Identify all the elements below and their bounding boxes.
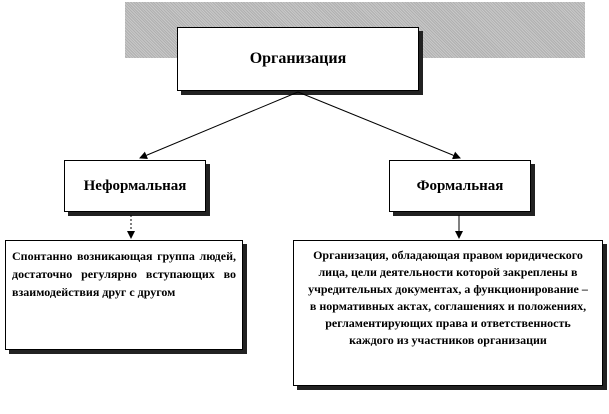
formal-description: Организация, обладающая правом юридическ… — [308, 248, 588, 347]
formal-description-box: Организация, обладающая правом юридическ… — [293, 240, 603, 386]
formal-title: Формальная — [416, 177, 504, 194]
arrow-org-to-informal — [139, 91, 299, 159]
informal-description: Спонтанно возникающая группа людей, дост… — [12, 249, 236, 299]
arrow-org-to-formal — [297, 91, 461, 160]
informal-description-box: Спонтанно возникающая группа людей, дост… — [5, 240, 243, 350]
informal-title: Неформальная — [83, 177, 187, 194]
organization-box: Организация — [177, 27, 419, 91]
formal-box: Формальная — [389, 160, 531, 212]
informal-box: Неформальная — [64, 160, 206, 212]
organization-title: Организация — [249, 50, 347, 67]
